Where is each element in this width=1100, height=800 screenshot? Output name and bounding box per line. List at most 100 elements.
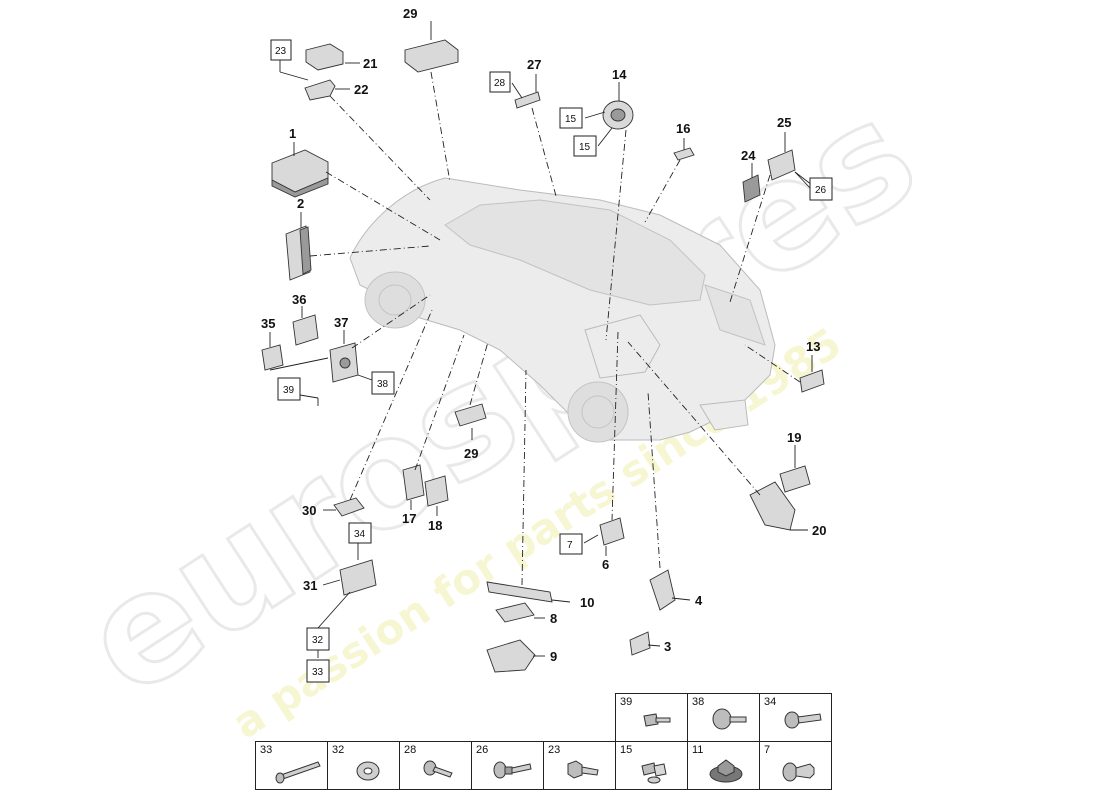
callout-35: 35 xyxy=(261,316,275,331)
fastener-number: 7 xyxy=(764,744,771,756)
callout-13: 13 xyxy=(806,339,820,354)
callout-8: 8 xyxy=(550,611,557,626)
callout-10: 10 xyxy=(580,595,594,610)
callout-6: 6 xyxy=(602,557,609,572)
part-25-bracket xyxy=(767,149,796,181)
part-19-module xyxy=(779,465,811,493)
callout-numbers: 1 2 21 22 29 27 14 16 24 25 13 19 20 35 … xyxy=(261,6,826,664)
callout-24: 24 xyxy=(741,148,756,163)
box-38: 38 xyxy=(377,379,389,390)
callout-2: 2 xyxy=(297,196,304,211)
callout-1: 1 xyxy=(289,126,296,141)
box-34: 34 xyxy=(354,529,366,540)
part-35-sensor xyxy=(261,344,284,371)
callout-16: 16 xyxy=(676,121,690,136)
callout-4: 4 xyxy=(695,593,703,608)
callout-21: 21 xyxy=(363,56,377,71)
flange-nut-icon xyxy=(709,759,743,783)
fastener-cell: 28 xyxy=(399,741,472,790)
callout-36: 36 xyxy=(292,292,306,307)
callout-9: 9 xyxy=(550,649,557,664)
callout-37: 37 xyxy=(334,315,348,330)
part-20-bracket xyxy=(749,481,796,531)
part-21-roof-module xyxy=(305,43,344,71)
fastener-number: 15 xyxy=(620,744,633,756)
fastener-number: 33 xyxy=(260,744,273,756)
part-1-control-unit xyxy=(271,149,329,198)
part-4-bracket xyxy=(649,569,676,611)
part-3-clip xyxy=(629,631,651,656)
callout-27: 27 xyxy=(527,57,541,72)
collar-screw-icon xyxy=(493,761,532,779)
callout-25: 25 xyxy=(777,115,791,130)
callout-19: 19 xyxy=(787,430,801,445)
fastener-row-top: 39 38 34 xyxy=(256,693,832,742)
part-18-module xyxy=(424,475,449,507)
fastener-cell: 33 xyxy=(255,741,328,790)
callout-29-top: 29 xyxy=(403,6,417,21)
part-31-bracket xyxy=(339,559,377,596)
fastener-number: 26 xyxy=(476,744,489,756)
fastener-row-bottom: 33 32 28 26 xyxy=(255,741,832,790)
box-15-lower: 15 xyxy=(579,142,591,153)
part-16-sensor xyxy=(673,147,695,161)
short-screw-icon xyxy=(423,760,453,778)
part-22-bracket xyxy=(304,79,336,101)
part-24-module xyxy=(742,174,761,203)
fastener-table: 39 38 34 33 xyxy=(255,693,832,790)
box-33: 33 xyxy=(312,667,324,678)
part-37-assembly xyxy=(329,342,359,383)
callout-17: 17 xyxy=(402,511,416,526)
callout-29-lower: 29 xyxy=(464,446,478,461)
part-2-control-module xyxy=(285,225,312,281)
box-28: 28 xyxy=(494,78,506,89)
washer-icon xyxy=(356,761,380,781)
box-15-upper: 15 xyxy=(565,114,577,125)
part-29-top-module xyxy=(404,39,459,73)
fastener-number: 23 xyxy=(548,744,561,756)
box-32: 32 xyxy=(312,635,324,646)
fastener-number: 34 xyxy=(764,696,777,708)
part-10-rail xyxy=(486,581,553,603)
part-36-module xyxy=(292,314,319,346)
pan-head-screw-icon xyxy=(712,708,747,730)
callout-22: 22 xyxy=(354,82,368,97)
boxed-callouts: 23 28 15 15 26 39 38 34 7 32 33 xyxy=(270,39,833,683)
fastener-cell: 38 xyxy=(687,693,760,742)
fastener-cell: 15 xyxy=(615,741,688,790)
callout-20: 20 xyxy=(812,523,826,538)
fastener-number: 32 xyxy=(332,744,345,756)
watermark-brand: eurospares xyxy=(55,68,945,730)
box-23: 23 xyxy=(275,46,287,57)
fastener-cell: 7 xyxy=(759,741,832,790)
vehicle-silhouette xyxy=(349,177,776,443)
part-9-bracket xyxy=(486,639,536,673)
fastener-number: 11 xyxy=(692,744,704,756)
callout-31: 31 xyxy=(303,578,317,593)
fastener-cell: 32 xyxy=(327,741,400,790)
fastener-cell: 34 xyxy=(759,693,832,742)
long-bolt-icon xyxy=(275,761,321,784)
flange-screw-icon xyxy=(643,713,671,727)
part-27-sensor xyxy=(514,91,541,109)
leader-lines xyxy=(269,21,813,658)
callout-3: 3 xyxy=(664,639,671,654)
callout-30: 30 xyxy=(302,503,316,518)
callout-18: 18 xyxy=(428,518,442,533)
part-17-module xyxy=(402,464,425,501)
part-6-module xyxy=(599,517,625,546)
fastener-number: 28 xyxy=(404,744,417,756)
torx-screw-icon xyxy=(784,711,822,729)
part-8-module xyxy=(495,602,535,623)
plastic-rivet-icon xyxy=(782,762,815,782)
part-13-module xyxy=(799,369,825,393)
fastener-cell: 26 xyxy=(471,741,544,790)
fastener-number: 38 xyxy=(692,696,705,708)
box-39: 39 xyxy=(283,385,295,396)
part-30-module xyxy=(333,497,365,517)
part-14-speaker xyxy=(602,100,634,130)
fastener-cell: 39 xyxy=(615,693,688,742)
stud-nut-icon xyxy=(641,762,667,784)
part-29-lower-module xyxy=(454,403,487,427)
